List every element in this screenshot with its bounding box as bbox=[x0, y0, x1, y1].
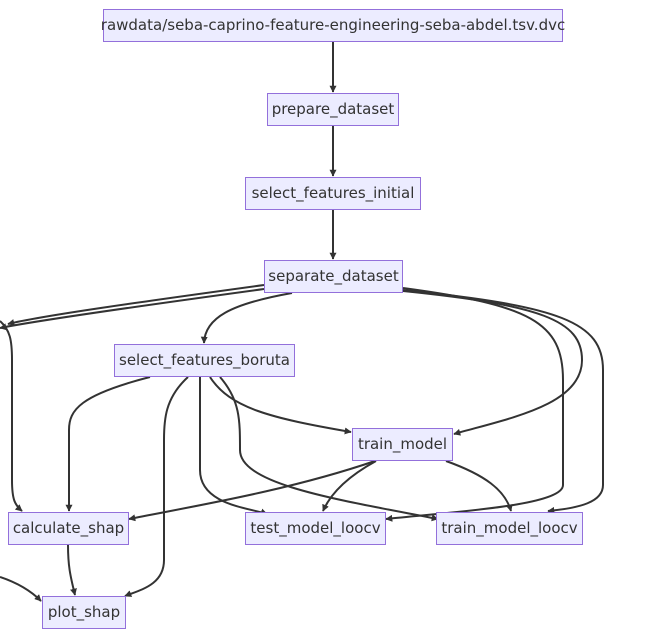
node-plot-shap-label: plot_shap bbox=[47, 603, 121, 621]
edge-separate-dataset-to-train-model-loocv bbox=[402, 289, 604, 514]
node-test-model-loocv-label: test_model_loocv bbox=[250, 519, 381, 537]
edge-train-model-to-train-model-loocv bbox=[445, 460, 513, 512]
edge-select-features-boruta-to-plot-shap bbox=[124, 376, 189, 597]
node-plot-shap[interactable]: plot_shap bbox=[42, 596, 126, 629]
edge-select-features-boruta-to-train-model bbox=[209, 376, 352, 435]
node-prepare-dataset-label: prepare_dataset bbox=[271, 100, 395, 118]
node-train-model-label: train_model bbox=[357, 435, 448, 453]
edge-stub-left-to-calculate-shap bbox=[0, 320, 23, 512]
edge-stub-left-to-plot-shap bbox=[0, 576, 42, 602]
node-rawdata[interactable]: rawdata/seba-caprino-feature-engineering… bbox=[100, 9, 566, 42]
node-train-model[interactable]: train_model bbox=[352, 428, 453, 461]
node-select-features-boruta[interactable]: select_features_boruta bbox=[114, 344, 295, 377]
node-calculate-shap[interactable]: calculate_shap bbox=[8, 512, 129, 545]
node-test-model-loocv[interactable]: test_model_loocv bbox=[245, 512, 386, 545]
edge-separate-dataset-to-train-model bbox=[402, 290, 584, 436]
edge-select-features-boruta-to-train-model-loocv bbox=[219, 376, 439, 522]
edge-calculate-shap-to-plot-shap bbox=[67, 544, 77, 596]
node-select-features-boruta-label: select_features_boruta bbox=[119, 351, 290, 369]
node-rawdata-label: rawdata/seba-caprino-feature-engineering… bbox=[100, 16, 566, 34]
edge-separate-dataset-to-test-model-loocv bbox=[385, 287, 564, 522]
node-select-features-initial[interactable]: select_features_initial bbox=[245, 177, 421, 210]
edge-separate-dataset-to-plot-shap bbox=[0, 288, 265, 331]
node-prepare-dataset[interactable]: prepare_dataset bbox=[267, 93, 399, 126]
node-train-model-loocv-label: train_model_loocv bbox=[441, 519, 578, 537]
node-select-features-initial-label: select_features_initial bbox=[251, 184, 415, 202]
edge-separate-dataset-to-select-features-boruta bbox=[200, 292, 293, 344]
node-separate-dataset[interactable]: separate_dataset bbox=[264, 260, 403, 293]
edge-select-features-boruta-to-calculate-shap bbox=[65, 376, 151, 512]
node-calculate-shap-label: calculate_shap bbox=[12, 519, 125, 537]
edge-train-model-to-test-model-loocv bbox=[322, 460, 377, 512]
node-train-model-loocv[interactable]: train_model_loocv bbox=[436, 512, 583, 545]
node-separate-dataset-label: separate_dataset bbox=[268, 267, 399, 285]
edge-separate-dataset-to-calculate-shap bbox=[7, 284, 265, 326]
edge-train-model-to-calculate-shap bbox=[128, 460, 376, 522]
